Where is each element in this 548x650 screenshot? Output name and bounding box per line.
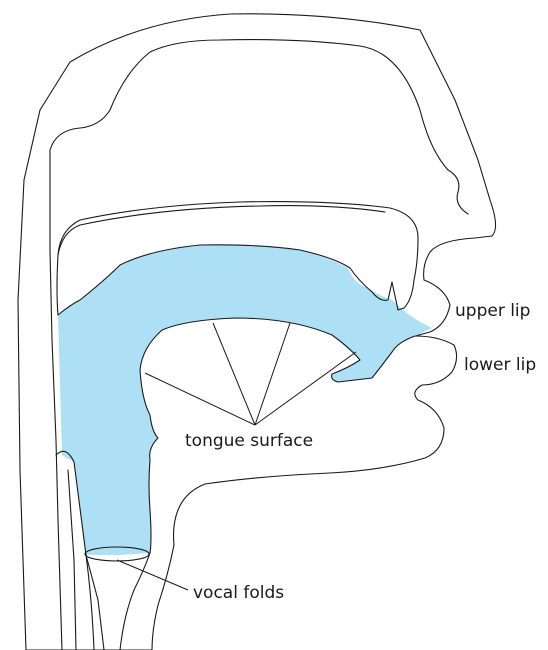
upper-lip-label: upper lip bbox=[455, 301, 530, 321]
tongue-surface-lines bbox=[145, 323, 356, 425]
vocal-folds-leader bbox=[117, 560, 188, 590]
throat-inner-line-1 bbox=[68, 470, 76, 650]
throat-inner-line-2 bbox=[86, 555, 104, 650]
lower-lip-label: lower lip bbox=[464, 355, 536, 375]
tongue-surface-label: tongue surface bbox=[185, 431, 313, 451]
vocal-folds-label: vocal folds bbox=[193, 583, 284, 603]
spine-outline bbox=[50, 250, 62, 650]
